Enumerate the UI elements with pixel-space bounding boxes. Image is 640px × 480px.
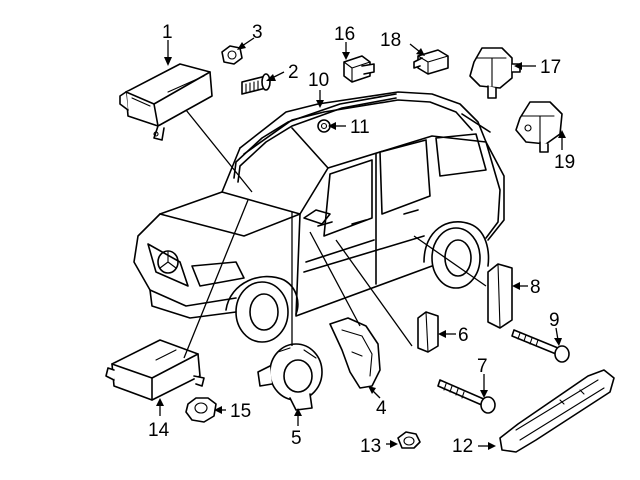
part-17-sensor: [469, 47, 521, 99]
callout-13: 13: [360, 436, 381, 457]
part-9-bolt: [511, 329, 570, 363]
vehicle-outline: [133, 91, 505, 343]
callout-6: 6: [458, 325, 469, 346]
curtain-airbag: [233, 93, 397, 183]
part-6-side-airbag: [417, 311, 439, 353]
part-13-nut: [397, 431, 421, 449]
callout-1: 1: [162, 22, 173, 43]
callout-5: 5: [291, 428, 302, 449]
callout-17: 17: [540, 57, 561, 78]
part-16-sensor: [343, 55, 375, 83]
part-2-bolt: [241, 73, 271, 95]
part-18-sensor: [413, 49, 449, 75]
callout-16: 16: [334, 24, 355, 45]
callout-10: 10: [308, 70, 329, 91]
callout-18: 18: [380, 30, 401, 51]
callout-8: 8: [530, 277, 541, 298]
part-15-nut: [185, 397, 217, 423]
part-1-airbag-module: [119, 63, 213, 141]
part-3-nut: [221, 45, 243, 65]
callout-15: 15: [230, 401, 251, 422]
part-14-control-unit: [105, 339, 205, 401]
emblem-icon: [157, 250, 179, 274]
callout-9: 9: [549, 310, 560, 331]
part-7-bolt: [437, 379, 496, 414]
callout-3: 3: [252, 22, 263, 43]
callout-14: 14: [148, 420, 170, 441]
callout-labels: 1 2 3 4 5 6 7 8 9 10 11 12 13 14 15 16 1…: [148, 22, 575, 457]
part-12-knee-airbag: [499, 369, 615, 453]
callout-4: 4: [376, 398, 387, 419]
callout-11: 11: [350, 117, 370, 138]
callout-19: 19: [554, 152, 575, 173]
leader-lines: [156, 37, 566, 450]
part-5-clock-spring: [257, 343, 323, 411]
part-8-side-airbag: [487, 263, 513, 329]
part-4-airbag-cover: [329, 317, 381, 389]
callout-7: 7: [477, 356, 488, 377]
part-19-sensor: [515, 101, 563, 153]
callout-2: 2: [288, 62, 299, 83]
callout-12: 12: [452, 436, 473, 457]
